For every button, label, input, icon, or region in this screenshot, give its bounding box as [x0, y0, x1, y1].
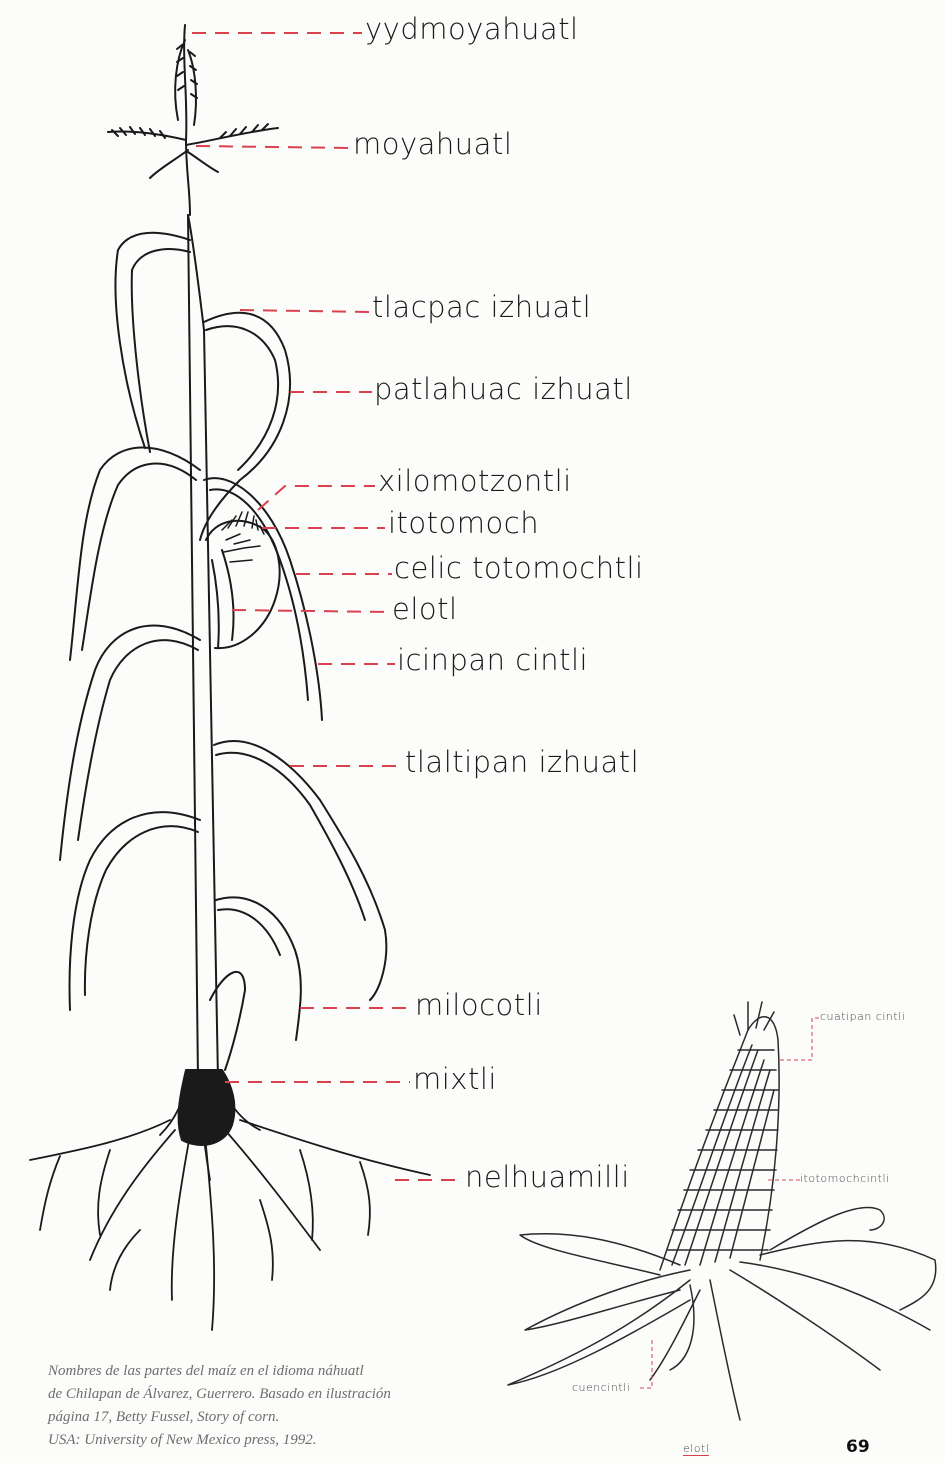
label-milocotli: milocotli	[415, 988, 543, 1022]
silk	[222, 512, 264, 562]
label-nelhuamilli: nelhuamilli	[465, 1160, 630, 1194]
caption-line-3: página 17, Betty Fussel, Story of corn.	[48, 1406, 468, 1429]
label-mixtli: mixtli	[413, 1062, 497, 1096]
label-celic-totomochtli: celic totomochtli	[394, 551, 644, 585]
label-yydmoyahuatl: yydmoyahuatl	[365, 12, 579, 46]
ear-leader-lines	[640, 1018, 820, 1388]
label-itotomoch: itotomoch	[388, 506, 539, 540]
label-cuencintli: cuencintli	[572, 1381, 630, 1394]
label-elotl: elotl	[392, 592, 458, 626]
label-cuatipan-cintli: cuatipan cintli	[820, 1010, 905, 1023]
caption-line-4: USA: University of New Mexico press, 199…	[48, 1429, 468, 1452]
label-patlahuac-izhuatl: patlahuac izhuatl	[374, 372, 633, 406]
leaves	[60, 233, 386, 1070]
label-tlacpac-izhuatl: tlacpac izhuatl	[372, 290, 591, 324]
label-moyahuatl: moyahuatl	[353, 127, 512, 161]
page-number: 69	[846, 1437, 870, 1457]
label-ear-elotl: elotl	[683, 1442, 709, 1456]
label-tlaltipan-izhuatl: tlaltipan izhuatl	[405, 745, 639, 779]
caption-line-2: de Chilapan de Álvarez, Guerrero. Basado…	[48, 1383, 468, 1406]
label-icinpan-cintli: icinpan cintli	[397, 643, 588, 677]
label-itotomochcintli: itotomochcintli	[800, 1172, 890, 1185]
caption-line-1: Nombres de las partes del maíz en el idi…	[48, 1360, 468, 1383]
plant-ear	[206, 521, 280, 648]
label-xilomotzontli: xilomotzontli	[378, 464, 572, 498]
corn-ear-illustration	[508, 1002, 936, 1420]
tassel	[108, 25, 278, 215]
figure-caption: Nombres de las partes del maíz en el idi…	[48, 1360, 468, 1452]
